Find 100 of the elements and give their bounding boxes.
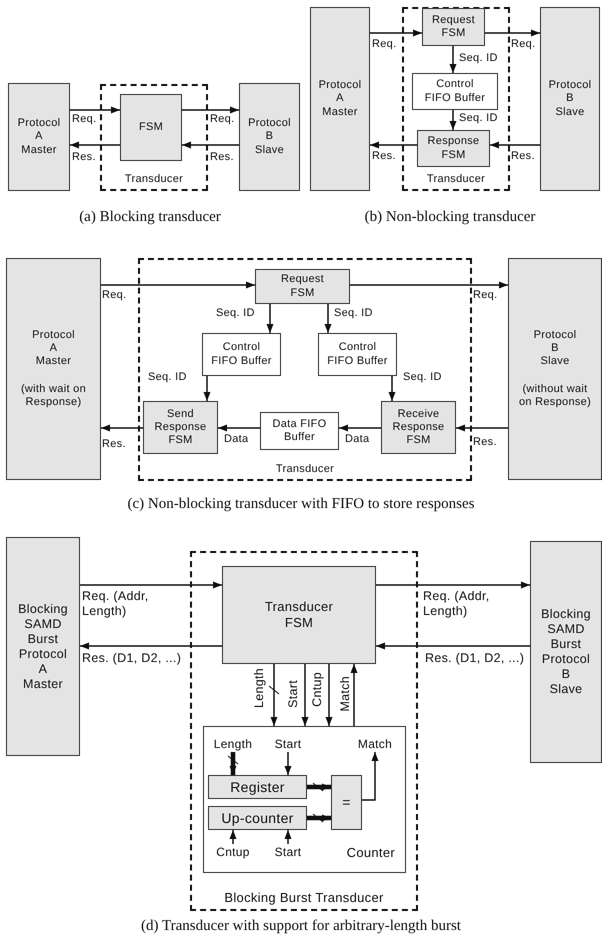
transducer-boundary	[402, 7, 510, 191]
edge-label: Req.	[210, 113, 234, 126]
fsm-block	[255, 269, 350, 304]
fsm-block	[143, 401, 218, 454]
edge-label: Seq. ID	[459, 52, 498, 66]
signal-label: Start	[270, 844, 306, 860]
fifo-buffer-block	[412, 73, 498, 110]
protocol-block	[6, 258, 101, 480]
block-label: Transducer FSM	[264, 599, 334, 631]
arrow	[70, 106, 120, 114]
arrow	[101, 282, 255, 288]
block-label: Control FIFO Buffer	[424, 78, 486, 105]
arrow	[182, 106, 239, 114]
arrow	[339, 424, 381, 432]
arrow	[70, 142, 120, 148]
edge-label: Cntup	[310, 672, 325, 707]
edge-label: Req.	[473, 289, 498, 302]
block-label: Transducer	[426, 172, 486, 186]
fsm-block	[381, 401, 456, 454]
fsm-block	[422, 8, 485, 46]
arrow	[350, 282, 508, 288]
arrow	[101, 424, 143, 432]
edge-label: Seq. ID	[334, 307, 373, 320]
arrow	[456, 424, 508, 432]
signal-label: Cntup	[210, 844, 256, 860]
edge-label: Req.	[511, 38, 536, 52]
fsm-block	[208, 806, 307, 830]
fsm-block	[331, 775, 362, 830]
arrow	[370, 30, 422, 36]
transducer-boundary	[100, 84, 208, 191]
arrow	[307, 784, 331, 790]
edge-label: Seq. ID	[459, 112, 498, 126]
block-label: (without wait on Response)	[518, 382, 592, 409]
edge-label: Res.	[102, 438, 126, 452]
fifo-buffer-block	[260, 412, 339, 450]
edge-label: Req.	[72, 113, 96, 126]
transducer-boundary	[190, 551, 418, 911]
arrow	[284, 830, 292, 844]
block-label: Protocol A Master	[318, 79, 362, 119]
protocol-block	[239, 83, 300, 191]
block-label: Protocol A Master	[31, 329, 76, 369]
block-label: Protocol B Slave	[532, 329, 578, 369]
block-label: Blocking Burst Transducer	[224, 890, 384, 906]
figure-caption: (c) Non-blocking transducer with FIFO to store responses	[128, 496, 474, 513]
arrow	[362, 752, 378, 801]
edge-label: Req. (Addr, Length)	[423, 589, 491, 619]
fsm-block	[120, 94, 182, 161]
arrow	[490, 142, 540, 148]
arrow	[230, 830, 236, 844]
block-label: Up-counter	[221, 810, 294, 826]
block-label: Protocol A Master	[16, 117, 62, 157]
edge-label: Seq. ID	[403, 371, 442, 384]
block-label: Blocking SAMD Burst Protocol A Master	[17, 602, 69, 692]
edge-label: Req.	[102, 289, 126, 302]
counter-block	[203, 726, 406, 873]
signal-label: Start	[270, 736, 306, 752]
protocol-block	[508, 258, 602, 480]
edge-label: Res.	[372, 150, 396, 164]
arrow	[80, 642, 222, 650]
block-label: FSM	[138, 120, 164, 134]
block-label: Transducer	[124, 172, 184, 186]
arrow	[284, 752, 292, 775]
block-label: (with wait on Response)	[20, 382, 88, 409]
fsm-block	[208, 775, 307, 799]
edge-label: Res. (D1, D2, ...)	[425, 651, 525, 666]
arrow	[388, 376, 396, 401]
protocol-block	[540, 7, 600, 191]
edge-label: Length	[252, 668, 267, 708]
arrow	[230, 752, 236, 775]
edge-label: Start	[286, 680, 301, 708]
block-label: Counter	[346, 845, 395, 861]
block-label: Response FSM	[426, 135, 480, 162]
block-label: Request FSM	[280, 273, 326, 300]
edge-label: Req. (Addr, Length)	[82, 589, 150, 619]
edge-label: Res.	[72, 151, 96, 164]
arrow	[450, 110, 456, 130]
block-label: Send Response FSM	[154, 408, 208, 448]
protocol-block	[530, 541, 602, 763]
edge-label: Res. (D1, D2, ...)	[82, 651, 182, 666]
arrow	[266, 304, 274, 333]
block-label: Control FIFO Buffer	[210, 341, 273, 368]
arrow	[302, 664, 308, 726]
arrow	[350, 664, 358, 726]
edge-label: Res.	[210, 151, 234, 164]
transducer-boundary	[138, 258, 472, 481]
arrow	[307, 814, 331, 822]
figure-caption: (d) Transducer with support for arbitrary-length burst	[141, 918, 461, 935]
arrow	[270, 664, 278, 726]
figure-caption: (b) Non-blocking transducer	[364, 209, 536, 226]
edge-label: Data	[345, 433, 370, 446]
fifo-buffer-block	[318, 333, 397, 376]
fsm-block	[417, 130, 490, 167]
block-label: Data FIFO Buffer	[271, 418, 328, 444]
arrow	[80, 582, 222, 588]
block-label: Control FIFO Buffer	[326, 341, 389, 368]
arrow	[370, 142, 417, 148]
signal-label: Match	[354, 736, 396, 752]
block-label: Protocol B Slave	[247, 117, 292, 157]
arrow	[450, 46, 456, 73]
edge-label: Res.	[473, 436, 497, 450]
